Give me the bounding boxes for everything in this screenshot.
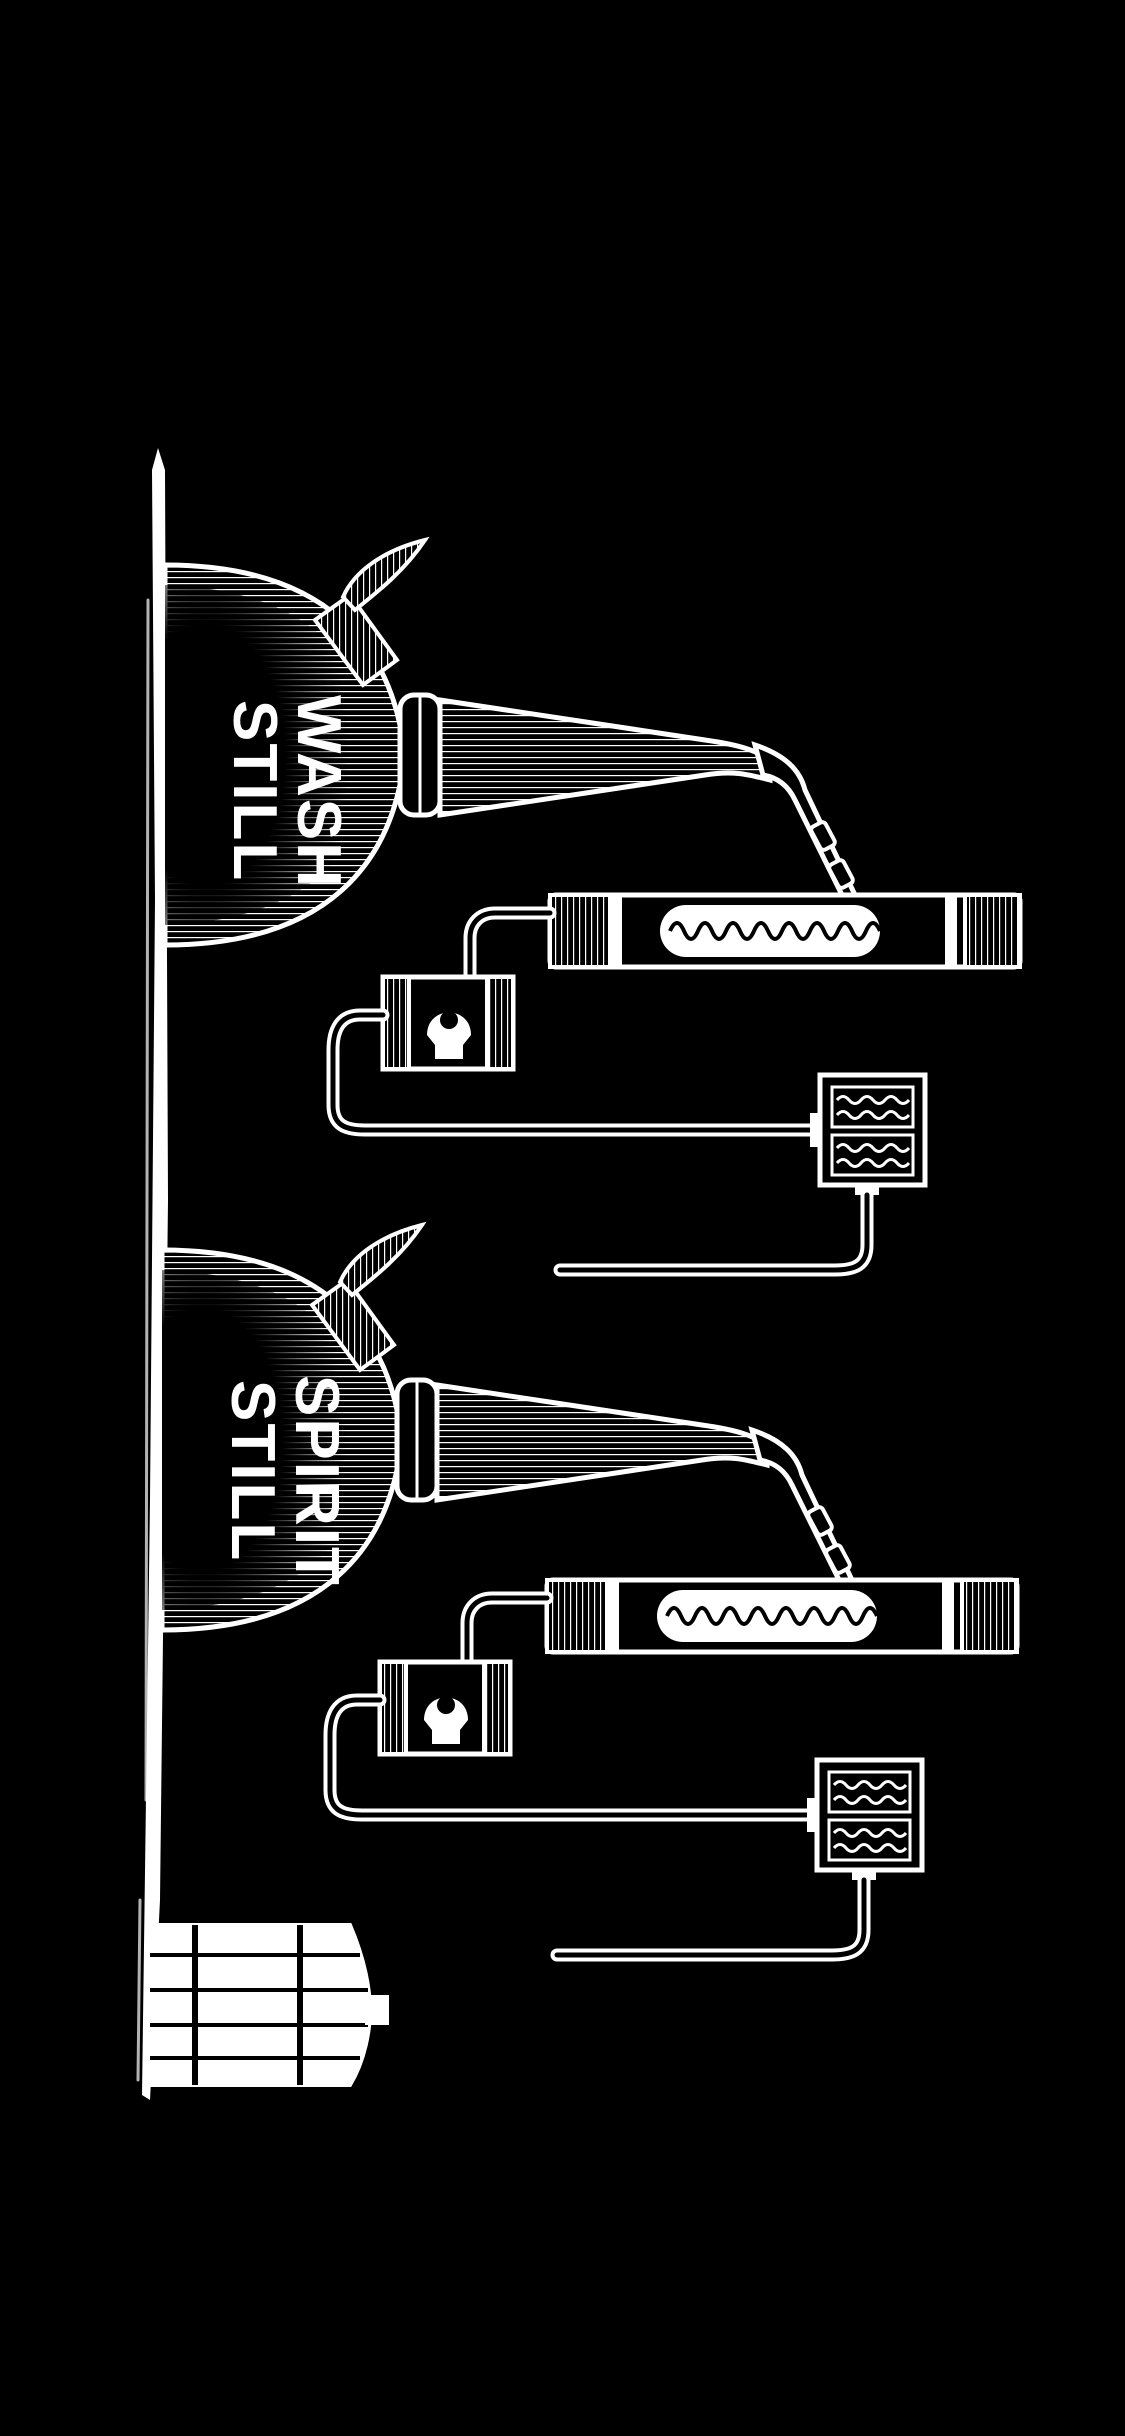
wash-still-label-line2: STILL (220, 700, 289, 882)
barrel-icon (150, 1925, 389, 2085)
spirit-still-label-line1: SPIRIT (282, 1375, 351, 1587)
spirit-still-label-line2: STILL (218, 1380, 287, 1562)
wash-still (165, 540, 1020, 1270)
wash-still-label-line1: WASH (284, 695, 353, 889)
spirit-still (162, 1225, 1017, 1955)
